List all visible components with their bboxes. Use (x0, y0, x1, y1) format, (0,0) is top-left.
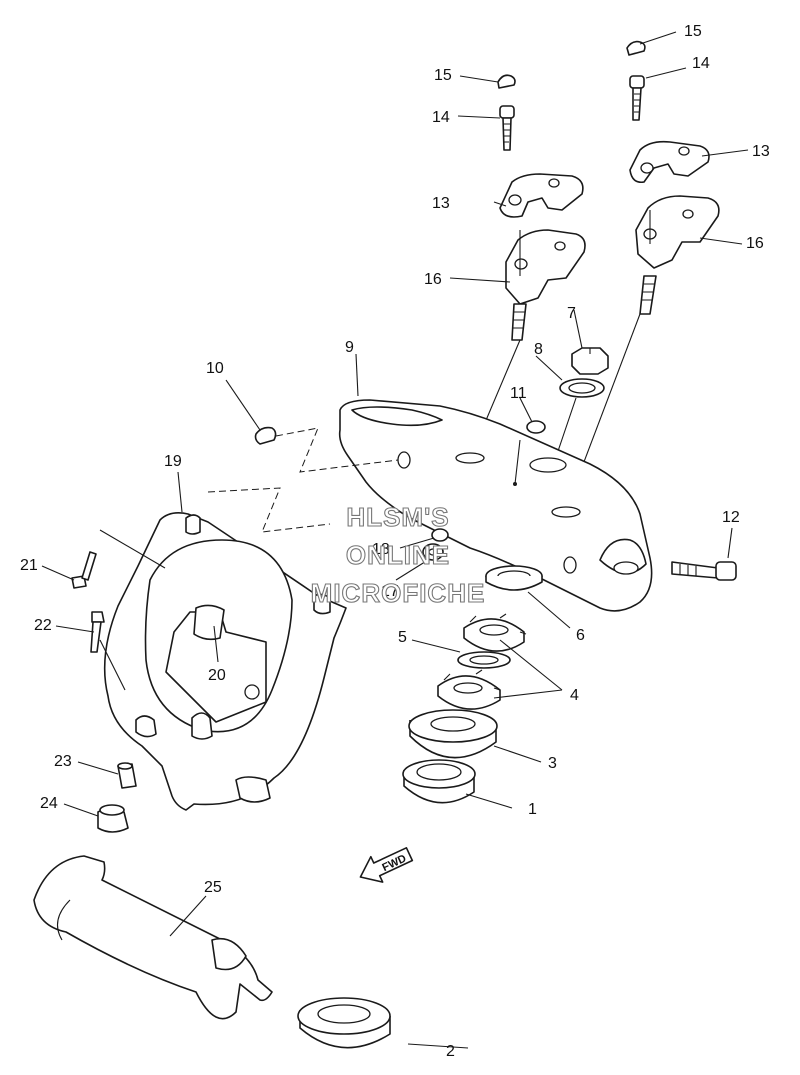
part-2-lower-bearing (297, 997, 391, 1049)
callout-16-left: 16 (424, 271, 442, 288)
callout-1: 1 (528, 801, 537, 818)
part-10-rivet (254, 426, 277, 445)
callout-labels: 1 2 3 4 5 6 7 8 9 10 11 12 13 13 14 14 1… (20, 23, 770, 1060)
part-15-left-cap (497, 74, 516, 89)
part-14-left-bolt (499, 105, 515, 151)
part-16-left-lower-holder (505, 229, 586, 341)
callout-13-left: 13 (432, 195, 450, 212)
part-6-seal (485, 565, 543, 591)
part-1-upper-bearing (402, 759, 476, 804)
watermark-line-1: HLSM'S (346, 502, 449, 532)
callout-25: 25 (204, 879, 222, 896)
callout-14-left: 14 (432, 109, 450, 126)
part-8-washer (559, 378, 605, 398)
part-16-right-lower-holder (635, 195, 720, 315)
part-15-right-cap (626, 40, 646, 56)
callout-4: 4 (570, 687, 579, 704)
callout-3: 3 (548, 755, 557, 772)
part-12-pinch-bolt (671, 561, 737, 581)
part-17-collar (422, 543, 444, 561)
part-19-headlight-cover (103, 512, 347, 811)
part-24-grommet (97, 804, 129, 833)
part-25-cover-band (33, 855, 273, 1020)
watermark-line-2: ONLINE (346, 540, 450, 570)
fwd-arrow-icon: FWD (359, 847, 414, 883)
part-18-grommet (431, 528, 449, 542)
callout-13-right: 13 (752, 143, 770, 160)
callout-20: 20 (208, 667, 226, 684)
part-21-bolt (71, 551, 97, 589)
watermark-line-3: MICROFICHE (311, 578, 486, 608)
callout-11: 11 (510, 385, 527, 402)
callout-18: 18 (372, 541, 390, 558)
callout-24: 24 (40, 795, 58, 812)
callout-7: 7 (567, 305, 576, 322)
part-13-right-upper-holder (629, 140, 710, 184)
callout-17: 17 (381, 583, 399, 600)
callout-12: 12 (722, 509, 740, 526)
callout-5: 5 (398, 629, 407, 646)
callout-21: 21 (20, 557, 38, 574)
callout-leaders (41, 31, 749, 1049)
callout-8: 8 (534, 341, 543, 358)
callout-9: 9 (345, 339, 354, 356)
watermark: HLSM'S ONLINE MICROFICHE (310, 501, 486, 608)
callout-16-right: 16 (746, 235, 764, 252)
part-23-collar (117, 762, 137, 789)
callout-6: 6 (576, 627, 585, 644)
part-9-upper-bracket (338, 399, 653, 612)
part-4-ring-nut-lower (437, 669, 501, 710)
callout-2: 2 (446, 1043, 455, 1060)
part-5-lock-washer (457, 651, 511, 669)
callout-22: 22 (34, 617, 52, 634)
part-22-bolt (90, 611, 105, 653)
callout-15-right: 15 (684, 23, 702, 40)
part-4-ring-nut-upper (463, 613, 527, 652)
callout-15-left: 15 (434, 67, 452, 84)
callout-23: 23 (54, 753, 72, 770)
part-14-right-bolt (629, 75, 645, 121)
callout-14-right: 14 (692, 55, 710, 72)
part-11-pin (513, 420, 546, 486)
callout-10: 10 (206, 360, 224, 377)
part-3-dust-seal (408, 709, 498, 759)
part-13-left-upper-holder (499, 173, 584, 218)
part-7-steering-nut (571, 347, 609, 375)
fwd-label: FWD (380, 853, 408, 874)
callout-19: 19 (164, 453, 182, 470)
